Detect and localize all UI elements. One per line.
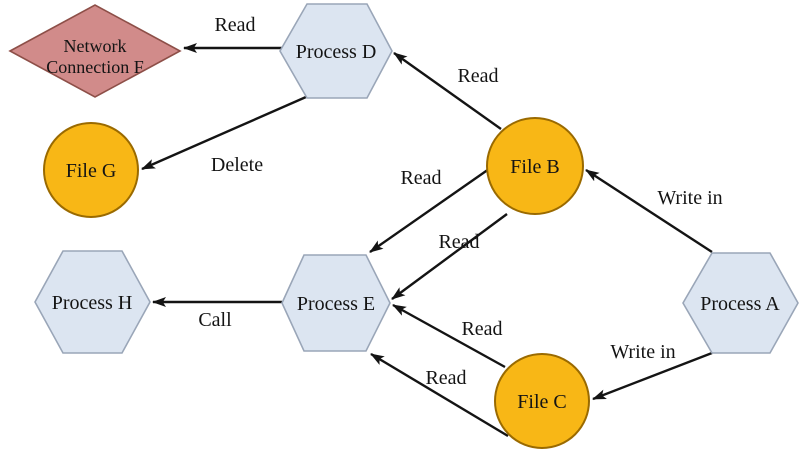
edge-processD-to-fileG (141, 95, 307, 171)
node-label-process-h: Process H (52, 292, 133, 314)
edge-label-read-b-d: Read (457, 65, 498, 87)
edge-fileB-to-processD (393, 52, 502, 130)
node-file-b: File B (486, 117, 584, 215)
node-label-file-g: File G (66, 160, 117, 182)
edge-fileC-to-processE-1 (392, 303, 506, 369)
edge-processA-to-fileB (585, 168, 713, 254)
node-process-h: Process H (34, 250, 151, 354)
node-file-c: File C (494, 353, 590, 449)
edges (141, 43, 713, 438)
node-process-d: Process D (279, 3, 393, 99)
edge-label-read-d-f: Read (214, 14, 255, 36)
node-process-e: Process E (281, 254, 391, 352)
node-label-file-b: File B (510, 156, 559, 178)
node-label-process-d: Process D (296, 41, 377, 63)
edge-label-call-e-h: Call (198, 309, 232, 331)
edge-fileB-to-processE-2 (391, 213, 508, 300)
node-process-a: Process A (682, 252, 799, 354)
node-file-g: File G (43, 122, 139, 218)
edge-label-read-b-e2: Read (438, 231, 479, 253)
edge-label-writein-a-c: Write in (610, 341, 675, 363)
node-label-process-e: Process E (297, 293, 375, 315)
edge-label-read-b-e1: Read (400, 167, 441, 189)
node-label-process-a: Process A (700, 293, 780, 315)
edge-processA-to-fileC (592, 351, 713, 401)
edge-fileB-to-processE-1 (369, 168, 490, 253)
node-label-file-c: File C (517, 391, 566, 413)
edge-label-read-c-e1: Read (461, 318, 502, 340)
edge-label-read-c-e2: Read (425, 367, 466, 389)
edge-label-writein-a-b: Write in (657, 187, 722, 209)
edge-fileC-to-processE-2 (370, 352, 509, 438)
edge-labels: Read Read Delete Write in Read Read Writ… (198, 14, 722, 389)
edge-label-delete-d-g: Delete (211, 154, 263, 176)
